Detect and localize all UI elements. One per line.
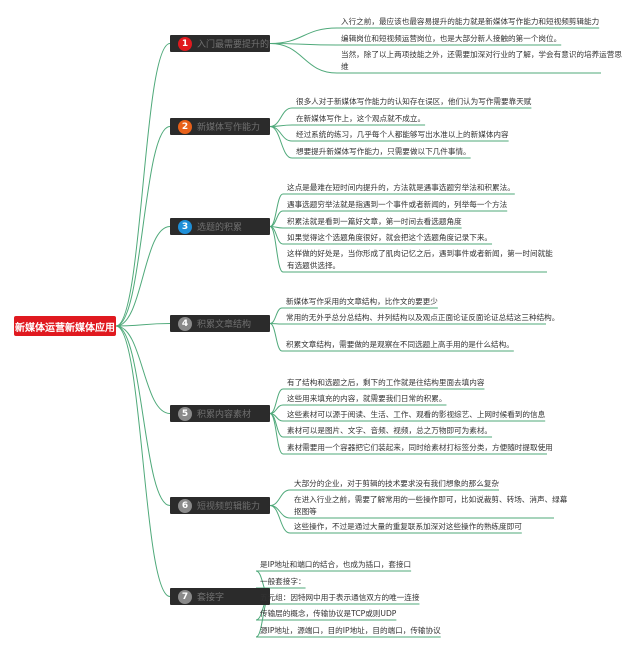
number-badge-icon: 1 [178,36,192,51]
number-badge-icon: 2 [178,119,192,134]
leaf-text: 编辑岗位和短视频运营岗位，也是大部分新人接触的第一个岗位。 [341,34,562,43]
root-topic-connector [115,325,171,597]
topic-label: 积累内容素材 [197,410,252,420]
topic-label: 新媒体写作能力 [197,123,261,133]
leaf-text: 这点是最难在短时间内提升的，方法就是遇事选题穷举法和积累法。 [287,183,515,192]
topic-node-6[interactable]: 6 短视频剪辑能力 [170,497,270,514]
topic-node-3[interactable]: 3 选题的积累 [170,218,270,235]
topic-leaf-connector [269,307,283,324]
leaf-text: 新媒体写作采用的文章结构，比作文的要更少 [286,297,438,306]
leaf-text: 这些用来填充的内容，就需要我们日常的积累。 [287,394,447,403]
leaf-text: 源IP地址，源端口，目的IP地址，目的端口，传输协议 [260,626,441,635]
leaf-text: 有了结构和选题之后，剩下的工作就是往结构里面去填内容 [287,378,485,387]
number-badge-icon: 3 [178,219,192,234]
leaf-text: 在进入行业之前，需要了解常用的一些操作即可，比如说裁剪、转场、消声、绿幕抠图等 [294,495,568,516]
leaf-text: 遇事选题穷举法就是指遇到一个事件或者新闻的，列举每一个方法 [287,200,508,209]
root-topic-connector [115,323,171,327]
leaf-text: 这些操作，不过是通过大量的重复联系加深对这些操作的熟练度即可 [294,522,522,531]
topic-leaf-connector [269,27,338,44]
leaf-text: 在新媒体写作上，这个观点就不成立。 [296,114,426,123]
leaf-text: 常用的无外乎总分总结构、并列结构以及观点正面论证反面论证总结这三种结构。 [286,313,560,322]
root-node[interactable]: 新媒体运营新媒体应用 [14,316,116,336]
topic-leaf-connector [269,505,291,534]
leaf-text: 积累法就是看到一篇好文章，第一时间去看选题角度 [287,217,462,226]
number-badge-icon: 5 [178,406,192,421]
leaf-text: 一般套接字： [260,577,306,586]
leaf-text: 很多人对于新媒体写作能力的认知存在误区，他们认为写作需要靠天赋 [296,97,532,106]
topic-leaf-connector [269,43,338,74]
leaf-text: 这些素材可以源于阅读、生活、工作、观看的影视综艺、上网时候看到的信息 [287,410,546,419]
topic-leaf-connector [269,505,291,519]
leaf-text: 入行之前，最应该也最容易提升的能力就是新媒体写作能力和短视频剪辑能力 [341,17,600,26]
topic-leaf-connector [269,413,284,455]
topic-leaf-connector [269,107,293,127]
topic-leaf-connector [269,226,284,273]
leaf-text: 当然，除了以上两项技能之外，还需要加深对行业的了解，学会有意识的培养运营思维 [341,50,622,71]
root-topic-connector [115,126,171,327]
number-badge-icon: 7 [178,589,192,604]
topic-label: 入门最需要提升的两项技能 [197,40,270,50]
topic-leaf-connector [269,323,283,352]
leaf-text: 是IP地址和端口的结合，也成为插口，套接口 [260,560,412,569]
topic-node-2[interactable]: 2 新媒体写作能力 [170,118,270,135]
leaf-text: 如果觉得这个选题角度很好，就会把这个选题角度记录下来。 [287,233,493,242]
leaf-text: 大部分的企业，对于剪辑的技术要求没有我们想象的那么复杂 [294,479,500,488]
topic-label: 选题的积累 [197,223,243,233]
topic-leaf-connector [269,193,284,227]
leaf-text: 五元组：因特网中用于表示通信双方的唯一连接 [260,593,420,602]
leaf-text: 素材需要用一个容器把它们装起来，同时给素材打标签分类，方便随时提取使用 [287,443,553,452]
root-topic-connector [115,226,171,327]
topic-leaf-connector [269,210,284,227]
number-badge-icon: 6 [178,498,192,513]
topic-leaf-connector [269,43,338,46]
topic-leaf-connector [269,489,291,506]
leaf-text: 传输层的概念，传输协议是TCP或则UDP [260,609,397,618]
topic-leaf-connector [269,126,293,159]
topic-node-7[interactable]: 7 套接字 [170,588,270,605]
leaf-text: 积累文章结构，需要做的是观察在不同选题上高手用的是什么结构。 [286,340,514,349]
topic-node-5[interactable]: 5 积累内容素材 [170,405,270,422]
leaf-text: 经过系统的练习，几乎每个人都能够写出水准以上的新媒体内容 [296,130,509,139]
topic-label: 套接字 [197,593,225,603]
leaf-text: 素材可以是图片、文字、音频、视频，总之万物即可为素材。 [287,426,493,435]
number-badge-icon: 4 [178,316,192,331]
root-topic-connector [115,325,171,506]
leaf-text: 想要提升新媒体写作能力，只需要做以下几件事情。 [296,147,471,156]
topic-label: 积累文章结构 [197,320,252,330]
root-topic-connector [115,43,171,327]
topic-node-1[interactable]: 1 入门最需要提升的两项技能 [170,35,270,52]
root-topic-connector [115,325,171,414]
topic-node-4[interactable]: 4 积累文章结构 [170,315,270,332]
topic-label: 短视频剪辑能力 [197,502,261,512]
topic-leaf-connector [269,126,293,142]
leaf-text: 这样做的好处是，当你形成了肌肉记忆之后，遇到事件或者新闻，第一时间就能有选题供选… [287,249,553,270]
